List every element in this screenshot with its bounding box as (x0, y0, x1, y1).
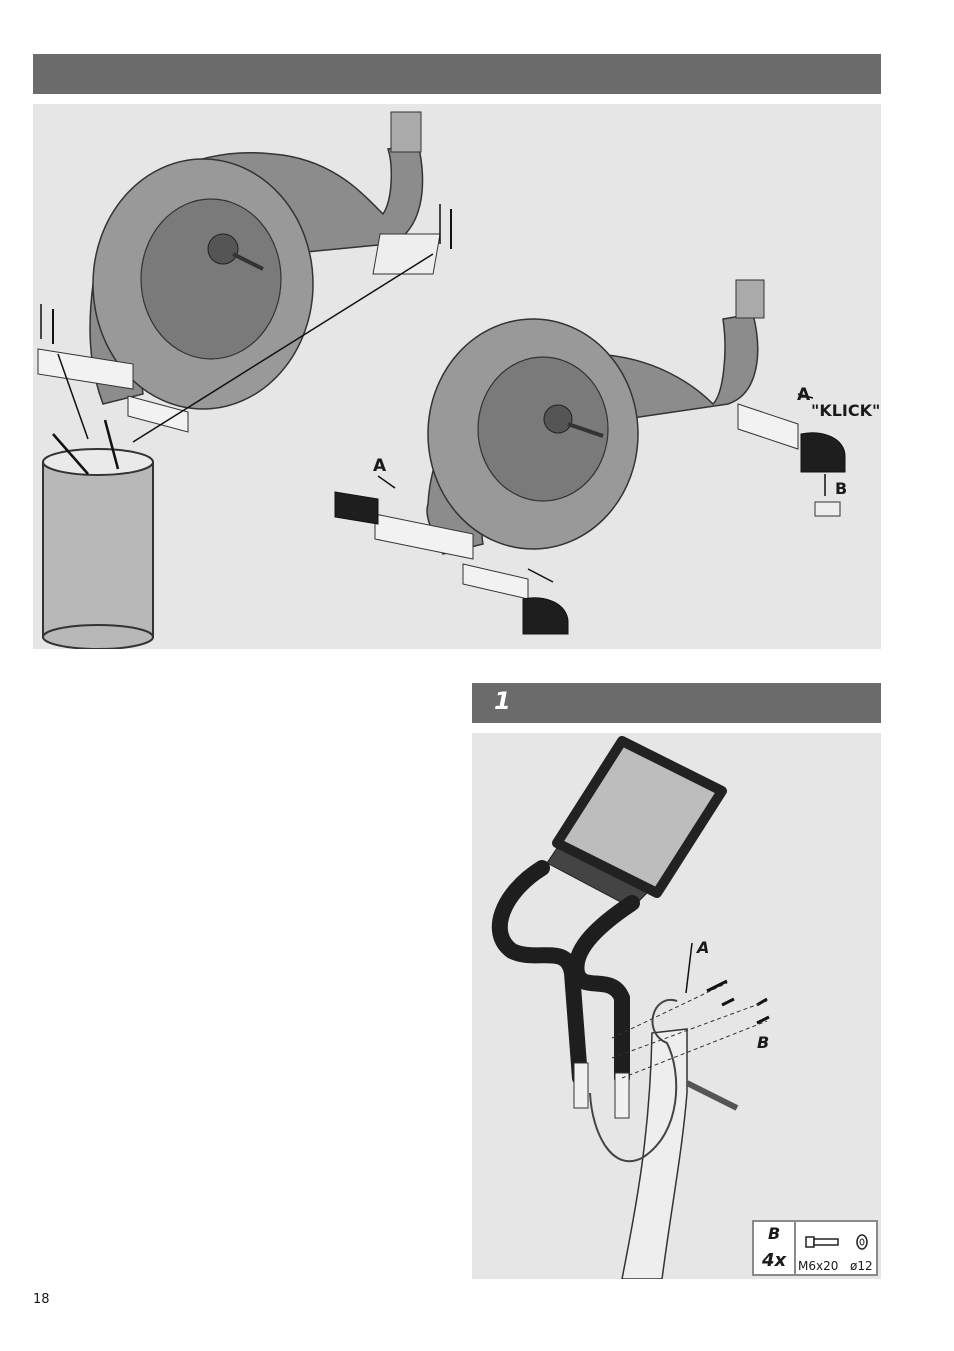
bolt-icon (707, 981, 769, 1023)
label-a-right: A (797, 385, 811, 405)
handlebar-left (500, 868, 580, 1078)
label-b: B (835, 479, 847, 498)
frame-right (335, 280, 845, 634)
handlebar-assembly-illustration: A B (472, 733, 881, 1279)
label-b: B (757, 1033, 769, 1052)
legend-bolt-size: M6x20 (798, 1259, 838, 1273)
label-a: A (695, 938, 709, 957)
frame-left (38, 112, 451, 442)
storage-canister (43, 420, 153, 649)
step-number: 1 (494, 687, 511, 715)
arrow-icon (686, 943, 692, 993)
step-1-illustration-panel: A B (472, 733, 881, 1279)
washer-icon (857, 1235, 867, 1249)
step-header-bar: 1 (472, 683, 881, 723)
unpacking-illustration-panel: A A "KLICK" B (33, 104, 881, 649)
label-klick: "KLICK" (811, 401, 880, 420)
legend-washer-size: ø12 (850, 1259, 873, 1273)
page-number: 18 (33, 1292, 50, 1307)
bolt-icon (806, 1237, 838, 1247)
parts-legend: B 4x M6x20 ø12 (752, 1220, 878, 1276)
section-header-bar (33, 54, 881, 94)
label-a-left: A (373, 456, 387, 476)
mast (622, 1029, 687, 1279)
unpacking-illustration: A A "KLICK" B (33, 104, 881, 649)
